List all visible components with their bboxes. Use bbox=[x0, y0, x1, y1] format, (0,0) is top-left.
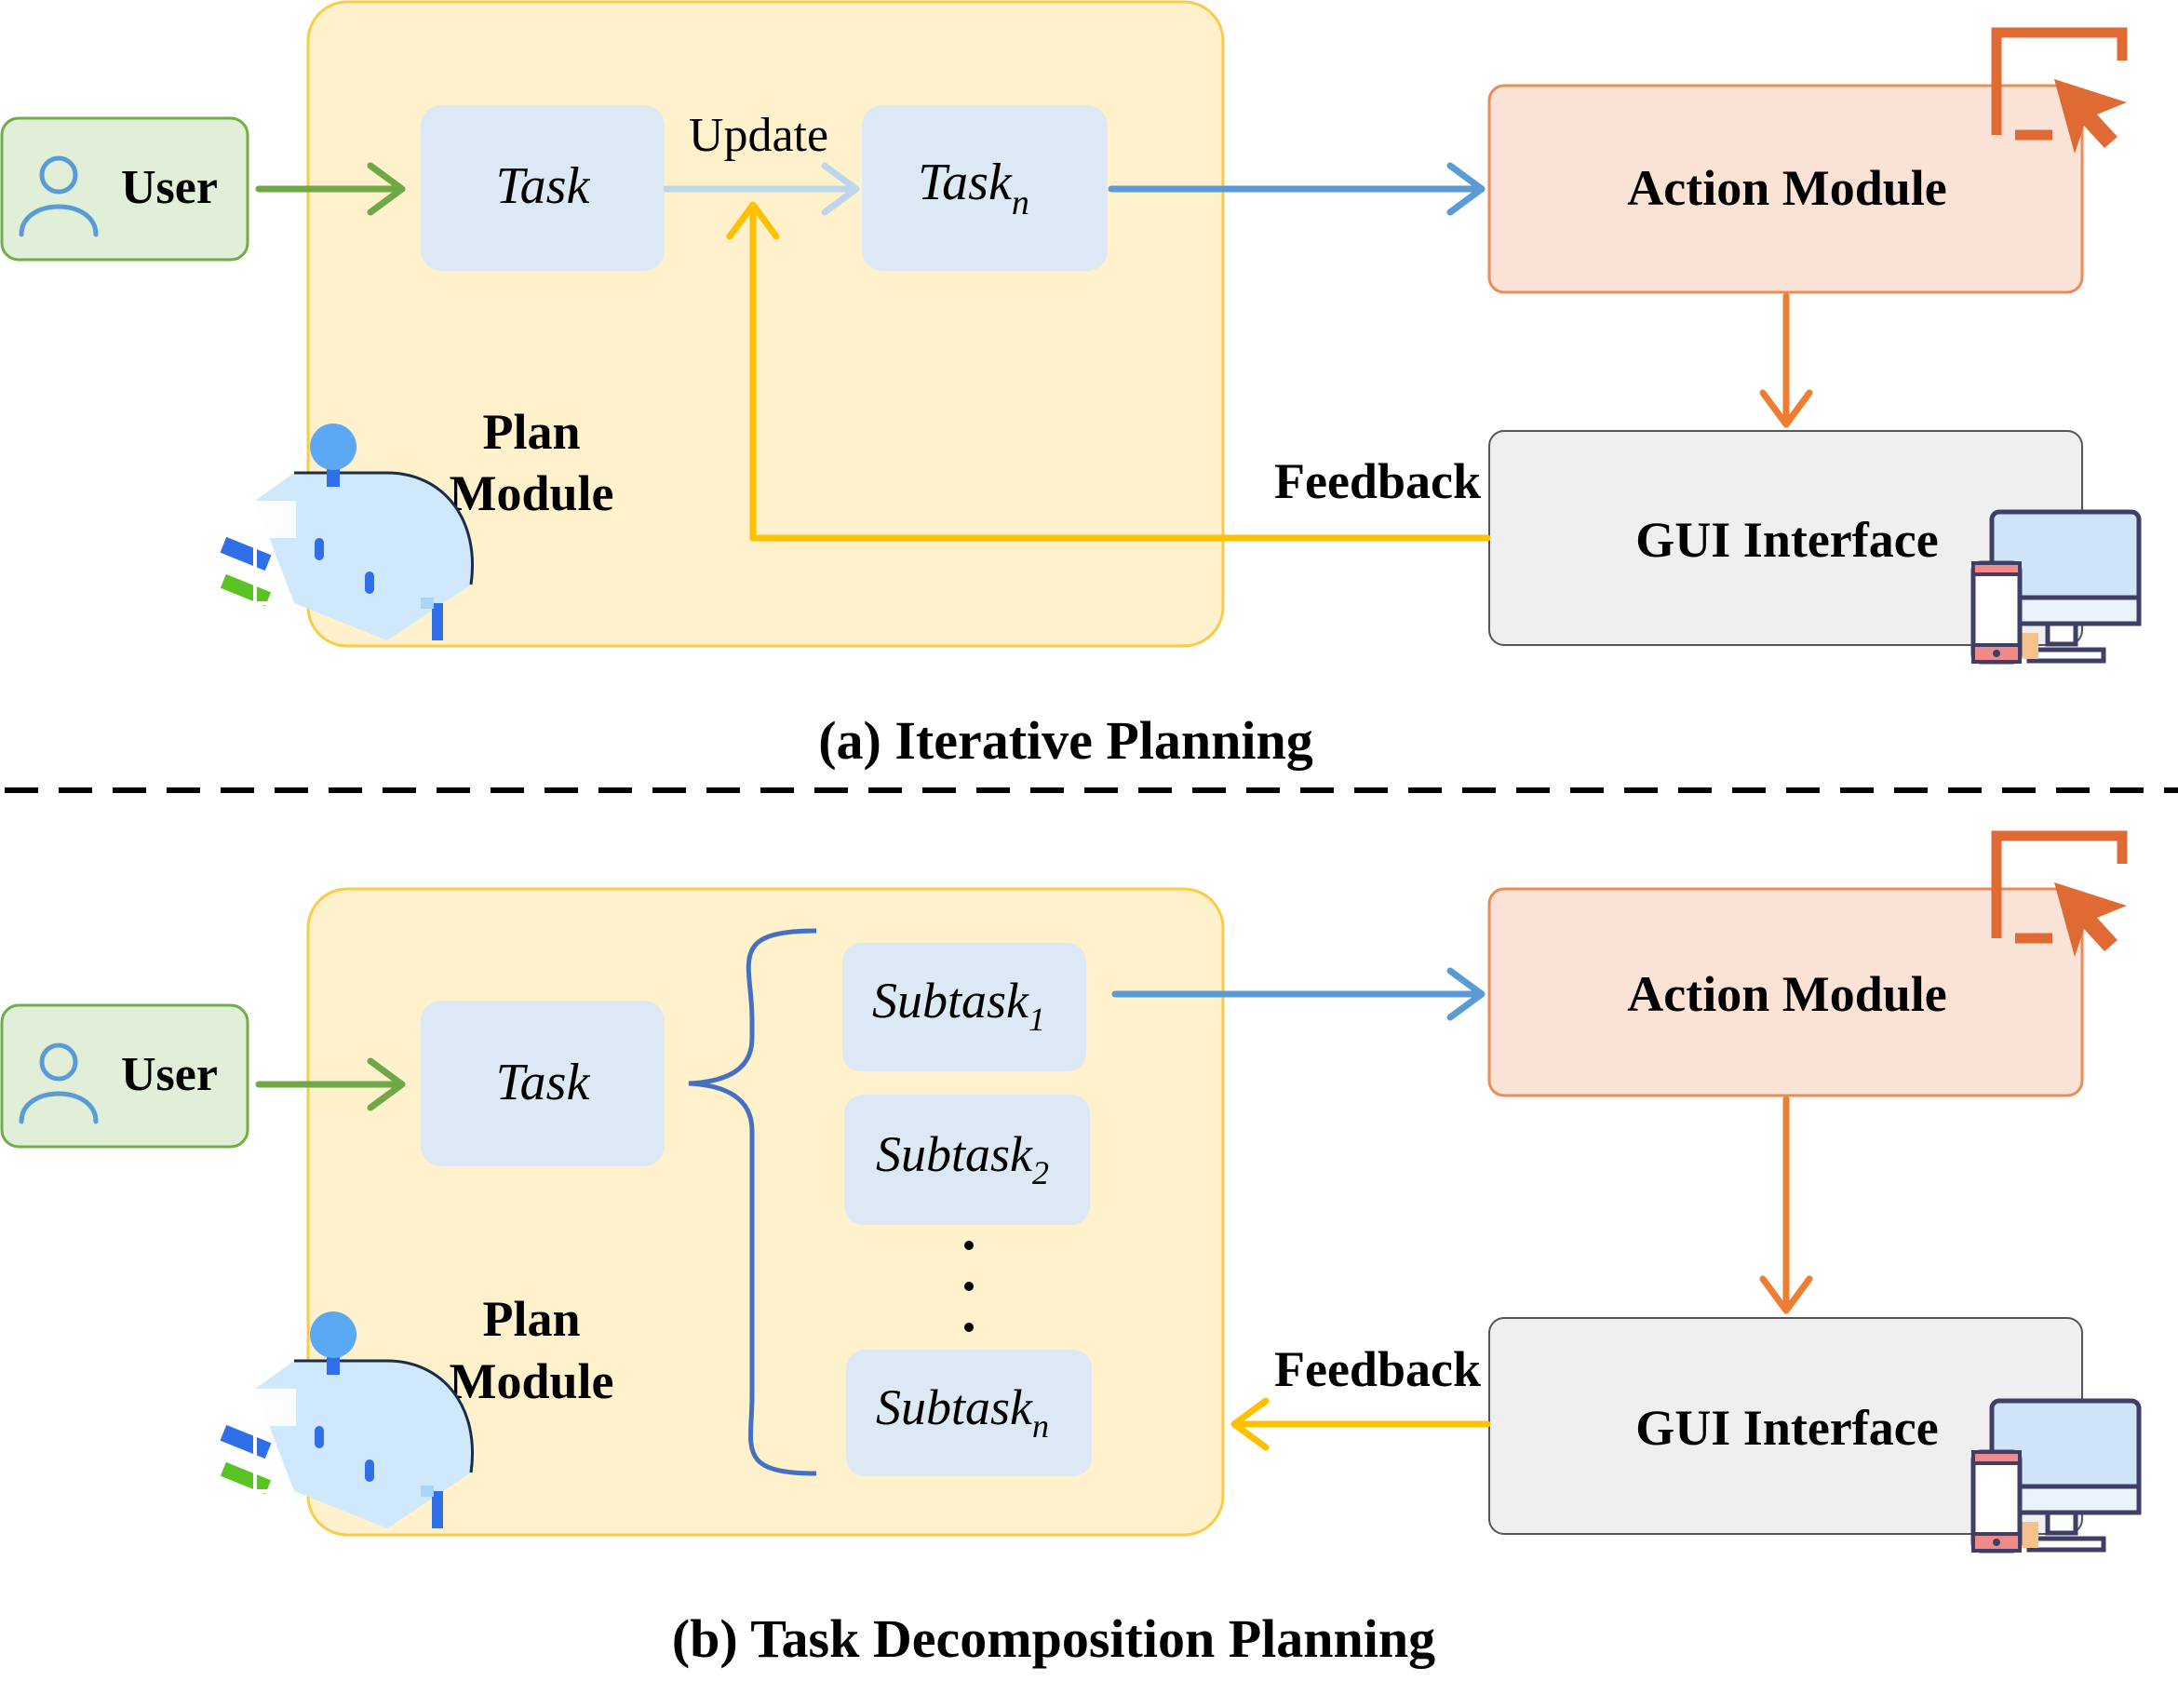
computer-phone-icon bbox=[1973, 512, 2139, 662]
plan-module-label-line2: Module bbox=[449, 1353, 613, 1409]
arrow-update bbox=[663, 162, 860, 216]
arrow-action-to-gui bbox=[1759, 292, 1813, 428]
task-label: Task bbox=[496, 157, 591, 215]
subtask-2-box bbox=[844, 1095, 1090, 1225]
decomposition-brace bbox=[688, 928, 817, 1476]
update-label: Update bbox=[689, 109, 828, 162]
task-n-label: Taskn bbox=[918, 154, 1029, 222]
plan-module-label-line1: Plan bbox=[482, 404, 580, 460]
task-box bbox=[421, 1001, 665, 1166]
arrow-task-n-to-action bbox=[1108, 162, 1486, 216]
plan-module-label-line1: Plan bbox=[482, 1291, 580, 1347]
subtask-n-box bbox=[846, 1350, 1092, 1476]
caption-b: (b) Task Decomposition Planning bbox=[672, 1608, 1435, 1669]
arrow-feedback-loop bbox=[726, 201, 1491, 542]
ellipsis-dots bbox=[964, 1241, 974, 1332]
computer-phone-icon bbox=[1973, 1401, 2139, 1551]
action-module-box bbox=[1487, 887, 2084, 1097]
gui-interface-label: GUI Interface bbox=[1635, 512, 1938, 568]
arrow-feedback bbox=[1230, 1397, 1491, 1451]
subtask-1-box bbox=[842, 943, 1086, 1071]
arrow-user-to-task bbox=[255, 1057, 406, 1111]
user-label: User bbox=[121, 161, 218, 214]
panel-iterative-planning: User Task Taskn Update Plan Module Actio… bbox=[0, 0, 2139, 771]
task-n-box bbox=[862, 105, 1108, 271]
task-box bbox=[421, 105, 665, 271]
plan-module-label-line2: Module bbox=[449, 465, 613, 521]
action-module-box bbox=[1487, 84, 2084, 294]
subtask-n-label: Subtaskn bbox=[876, 1379, 1049, 1445]
action-module-label: Action Module bbox=[1627, 966, 1947, 1022]
user-box: User bbox=[0, 1003, 249, 1149]
action-module-label: Action Module bbox=[1627, 160, 1947, 216]
task-label: Task bbox=[496, 1054, 591, 1111]
arrow-action-to-gui bbox=[1759, 1096, 1813, 1314]
user-label: User bbox=[121, 1048, 218, 1101]
gui-interface-label: GUI Interface bbox=[1635, 1400, 1938, 1456]
subtask-1-label: Subtask1 bbox=[872, 973, 1045, 1038]
arrow-user-to-task bbox=[255, 162, 406, 216]
panel-task-decomposition-planning: User Task Subtask1 Subtask2 Subtaskn Pla… bbox=[0, 836, 2139, 1669]
user-box: User bbox=[0, 116, 249, 262]
caption-a: (a) Iterative Planning bbox=[818, 710, 1313, 771]
arrow-subtask-to-action bbox=[1111, 967, 1486, 1021]
feedback-label: Feedback bbox=[1274, 453, 1481, 509]
feedback-label: Feedback bbox=[1274, 1341, 1481, 1397]
subtask-2-label: Subtask2 bbox=[876, 1126, 1049, 1191]
